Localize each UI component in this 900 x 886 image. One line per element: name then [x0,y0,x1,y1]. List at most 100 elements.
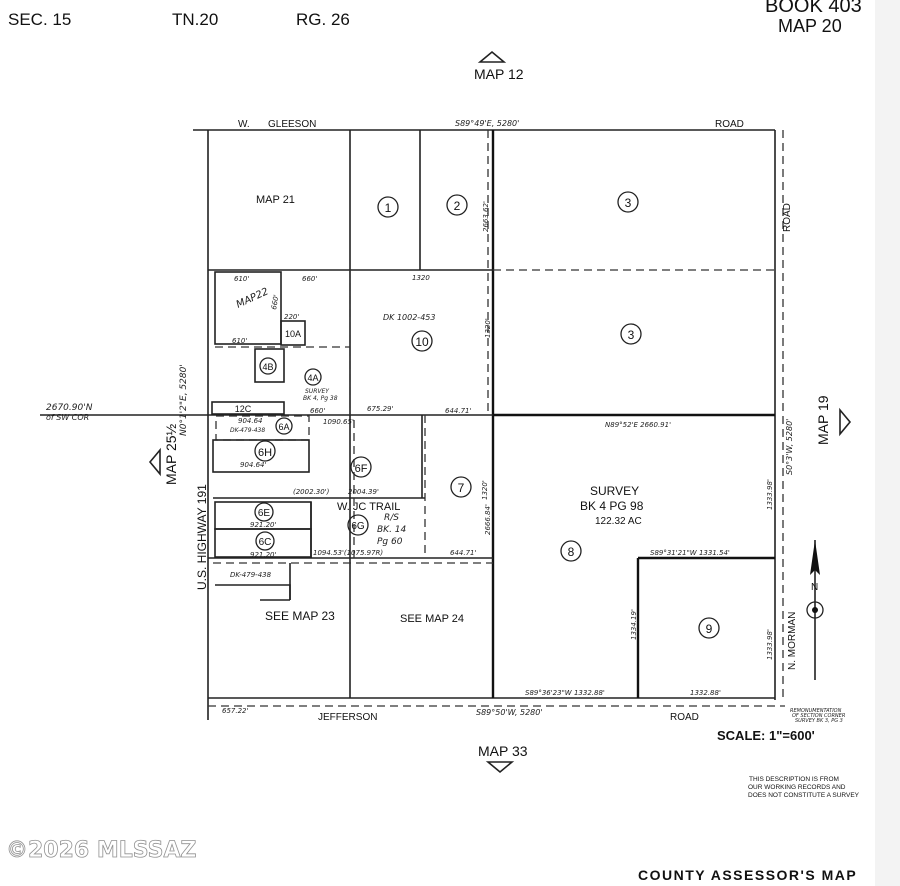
svg-text:1332.88': 1332.88' [690,689,721,697]
lot-6h [212,439,310,473]
parcel-12c[interactable]: 12C [235,404,252,414]
lot-10a [280,320,306,346]
parcel-6g[interactable]: 6G [351,521,365,532]
remon-note: REMONUMENTATION [790,708,842,714]
svg-text:1333.98': 1333.98' [766,479,774,510]
remon-note: OF SECTION CORNER [792,713,845,719]
svg-text:921.20': 921.20' [250,551,276,559]
watermark: ©2026 MLSSAZ [6,838,196,863]
map-north-link[interactable]: MAP 12 [474,66,524,82]
parcel-numbers: 1 2 3 3 10 10A 4B 4A 12C 6A 6H 6F 7 6E 6… [235,191,720,639]
deed-ref: DK-479-438 [230,571,272,579]
parcel-10a[interactable]: 10A [285,329,301,339]
parcel-6a[interactable]: 6A [278,422,289,432]
lot-4b [254,348,285,383]
parcel-7[interactable]: 7 [458,481,465,495]
map-west-link[interactable]: MAP 25½ [163,423,179,485]
gleeson-road-label: GLEESON [268,119,316,130]
jefferson-road-suffix: ROAD [670,712,699,723]
east-road-label: ROAD [782,203,793,232]
gleeson-road-suffix: ROAD [715,119,744,130]
map21-label: MAP 21 [256,194,295,206]
parcel-10[interactable]: 10 [415,335,429,349]
lot-12c [211,401,285,415]
see-map24-label: SEE MAP 24 [400,613,464,625]
parcel-4b[interactable]: 4B [262,362,273,372]
north-arrow-icon: N [806,540,824,680]
map-east-link[interactable]: MAP 19 [815,395,831,445]
parcel-4a[interactable]: 4A [307,373,318,383]
south-arrow-icon [485,761,515,774]
east-bearing: S0°3'W, 5280' [785,419,794,475]
scan-edge [875,0,900,886]
morman-road-label: N. MORMAN [787,612,798,670]
svg-text:660': 660' [270,294,281,311]
scale-label: SCALE: 1"=600' [717,728,815,743]
parcel-6c[interactable]: 6C [259,537,272,548]
svg-text:N89°52'E 2660.91': N89°52'E 2660.91' [605,421,671,429]
disclaimer-line: DOES NOT CONSTITUTE A SURVEY [748,792,860,799]
map-south-link[interactable]: MAP 33 [478,743,528,759]
svg-text:921.20': 921.20' [250,521,276,529]
parcel-6e[interactable]: 6E [258,508,271,519]
corner-distance: 2670.90'N [46,403,93,413]
book-label: BOOK 403 [765,0,862,17]
west-bearing: N0°1'2"E, 5280' [179,364,189,436]
range-label: RG. 26 [296,10,350,29]
footer-title: COUNTY ASSESSOR'S MAP [638,867,857,883]
township-label: TN.20 [172,10,218,29]
map22-lot [214,271,282,345]
north-bearing: S89°49'E, 5280' [455,119,519,128]
deed-ref: DK-479-438 [230,427,265,434]
svg-text:S89°31'21"W 1331.54': S89°31'21"W 1331.54' [650,549,730,557]
remon-note: SURVEY BK 3, PG 3 [795,718,843,724]
rs-label: R/S [384,513,399,523]
svg-text:660': 660' [310,407,325,415]
rs-page: Pg 60 [377,537,403,547]
see-map23-label: SEE MAP 23 [265,609,335,623]
parcel-8[interactable]: 8 [568,545,575,559]
parcel-6h[interactable]: 6H [258,447,272,459]
svg-text:675.29': 675.29' [367,405,393,413]
survey-small-label: SURVEY [305,388,330,395]
svg-text:904.64: 904.64 [238,417,263,425]
svg-text:2666.84': 2666.84' [484,504,492,535]
svg-text:N: N [811,582,818,593]
dimensions: 1320 2663.62' 610' 660' 660' 220' 610' 1… [222,201,774,715]
svg-text:1320: 1320 [412,274,430,282]
svg-text:(2002.30'): (2002.30') [293,488,330,496]
deed-ref: DK 1002-453 [383,313,435,322]
disclaimer-line: OUR WORKING RECORDS AND [748,784,846,791]
parcel-6f[interactable]: 6F [355,463,368,475]
svg-text:1320': 1320' [484,318,492,338]
svg-text:644.71': 644.71' [450,549,476,557]
corner-ref: of SW COR [46,413,89,422]
svg-text:1333.98': 1333.98' [766,629,774,660]
svg-text:657.22': 657.22' [222,707,248,715]
svg-text:660': 660' [302,275,317,283]
svg-text:610': 610' [234,275,249,283]
parcel-2[interactable]: 2 [454,199,461,213]
parcel-9[interactable]: 9 [706,622,713,636]
highway-label: U.S. HIGHWAY 191 [195,484,209,590]
svg-text:904.64': 904.64' [240,461,266,469]
north-arrow-icon [477,50,507,63]
svg-text:1334.19': 1334.19' [630,609,638,640]
survey-small-ref: BK 4, Pg 38 [303,395,338,402]
svg-text:1094.53'(1075.97R): 1094.53'(1075.97R) [313,549,383,557]
road-prefix: W. [238,119,250,130]
west-arrow-icon [148,447,161,477]
survey-label: SURVEY [590,484,639,498]
parcel-3-south[interactable]: 3 [628,328,635,342]
survey-ref: BK 4 PG 98 [580,499,644,513]
survey-area: 122.32 AC [595,516,642,527]
svg-text:1090.65': 1090.65' [323,418,354,426]
section-label: SEC. 15 [8,10,71,29]
parcel-3-north[interactable]: 3 [625,196,632,210]
svg-text:2004.39': 2004.39' [348,488,379,496]
jefferson-road-label: JEFFERSON [318,712,377,723]
south-bearing: S89°50'W, 5280' [476,708,543,717]
svg-text:220': 220' [284,313,299,321]
parcel-1[interactable]: 1 [385,201,392,215]
